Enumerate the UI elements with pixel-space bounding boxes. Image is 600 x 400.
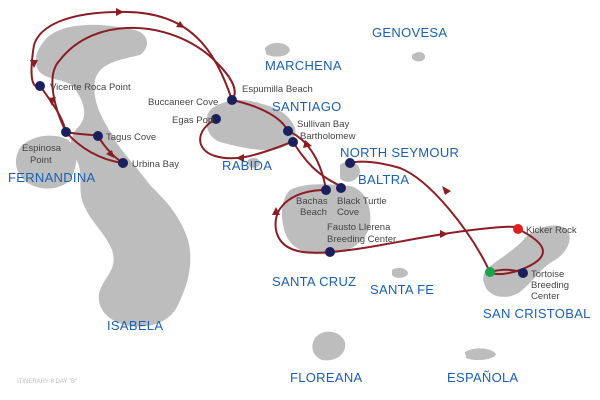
santa-fe-island (392, 267, 408, 278)
label-santa-cruz: SANTA CRUZ (272, 274, 356, 289)
label-buccaneer: Buccaneer Cove (148, 97, 218, 108)
site-espumilla[interactable] (227, 95, 237, 105)
site-bartholomew[interactable] (288, 137, 298, 147)
route-arrows (30, 8, 451, 238)
label-rabida: RABIDA (222, 158, 272, 173)
baltra-island (340, 161, 360, 182)
genovesa-island (412, 52, 426, 62)
label-tortoise-1: Tortoise (531, 269, 564, 280)
label-egas: Egas Port (172, 115, 214, 126)
site-markers (35, 81, 528, 278)
label-fausto-1: Fausto Llerena (327, 222, 391, 233)
site-sullivan[interactable] (283, 126, 293, 136)
label-marchena: MARCHENA (265, 58, 342, 73)
site-north-seymour[interactable] (345, 158, 355, 168)
label-vicente: Vicente Roca Point (50, 82, 131, 93)
label-espanola: ESPAÑOLA (447, 370, 519, 385)
label-espinosa-1: Espinosa (22, 143, 62, 154)
label-turtle-2: Cove (337, 207, 359, 218)
marchena-island (265, 42, 290, 57)
site-vicente[interactable] (35, 81, 45, 91)
label-fausto-2: Breeding Center (327, 234, 396, 245)
floreana-island (312, 331, 346, 361)
site-fausto[interactable] (325, 247, 335, 257)
rabida-island (248, 157, 260, 168)
fernandina-island (15, 135, 77, 189)
label-san-cristobal: SAN CRISTOBAL (483, 306, 591, 321)
site-tagus[interactable] (93, 131, 103, 141)
label-bachas-1: Bachas (296, 196, 328, 207)
label-turtle-1: Black Turtle (337, 196, 387, 207)
site-kicker-rock[interactable] (513, 224, 523, 234)
label-kicker: Kicker Rock (526, 225, 577, 236)
santa-cruz-island (281, 184, 371, 255)
espanola-island (465, 348, 496, 361)
site-egas[interactable] (211, 114, 221, 124)
site-bachas[interactable] (321, 185, 331, 195)
isabela-island (35, 24, 191, 327)
label-genovesa: GENOVESA (372, 25, 447, 40)
label-fernandina: FERNANDINA (8, 170, 96, 185)
label-sullivan: Sullivan Bay (297, 119, 350, 130)
label-santiago: SANTIAGO (272, 99, 342, 114)
site-black-turtle[interactable] (336, 183, 346, 193)
label-tagus: Tagus Cove (106, 132, 156, 143)
itinerary-caption: ITINERARY 8 DAY "B" (17, 379, 77, 385)
site-tortoise[interactable] (518, 268, 528, 278)
site-espinosa[interactable] (61, 127, 71, 137)
santiago-island (206, 100, 296, 150)
label-santa-fe: SANTA FE (370, 282, 434, 297)
start-point[interactable] (485, 267, 495, 277)
label-espumilla: Espumilla Beach (242, 84, 313, 95)
label-north-seymour: NORTH SEYMOUR (340, 145, 459, 160)
label-isabela: ISABELA (107, 318, 163, 333)
label-floreana: FLOREANA (290, 370, 363, 385)
label-espinosa-2: Point (30, 155, 52, 166)
label-tortoise-2: Breeding (531, 280, 569, 291)
label-urbina: Urbina Bay (132, 159, 179, 170)
san-cristobal-island (483, 225, 570, 297)
label-tortoise-3: Center (531, 291, 560, 302)
label-bachas-2: Beach (300, 207, 327, 218)
site-urbina[interactable] (118, 158, 128, 168)
label-baltra: BALTRA (358, 172, 409, 187)
label-bartholomew: Bartholomew (300, 131, 356, 142)
